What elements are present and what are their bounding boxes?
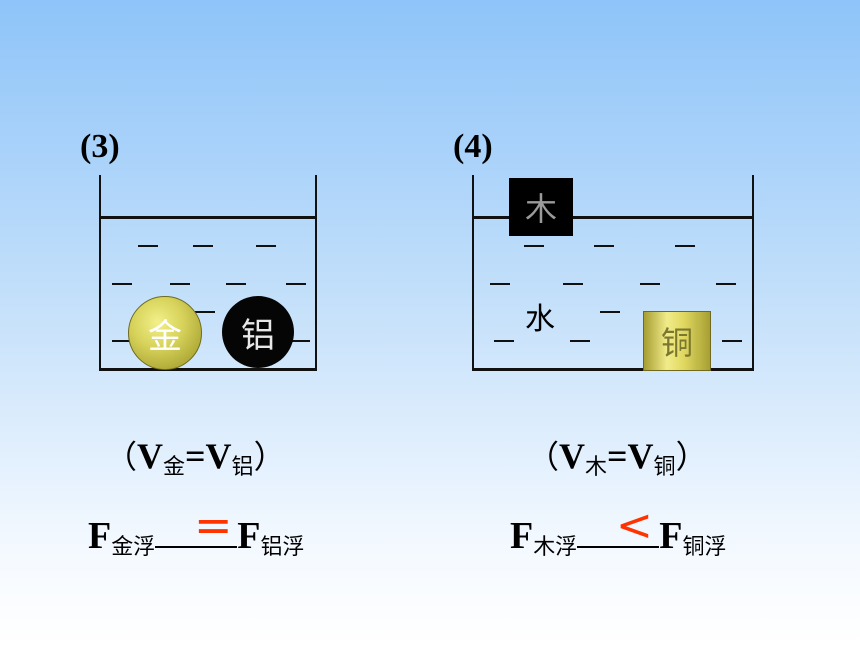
water-dash [193,245,213,247]
water-surface-3 [99,216,317,219]
problem-3-label: (3) [80,128,120,165]
answer-blank-4 [577,508,660,548]
water-dash [226,283,246,285]
container-3-floor [99,368,317,371]
water-dash [170,283,190,285]
volume-relation-3: （V金=V铝） [105,436,286,480]
water-label: 水 [525,302,555,337]
aluminum-ball-label: 铝 [241,315,275,356]
aluminum-ball: 铝 [222,296,294,368]
water-dash [195,311,215,313]
container-3-left-wall [99,175,101,370]
water-dash [286,283,306,285]
water-dash [290,340,310,342]
container-4-right-wall [752,175,754,370]
water-dash [494,340,514,342]
answer-blank-3 [155,508,238,548]
water-dash [490,283,510,285]
water-dash [524,245,544,247]
water-dash [716,283,736,285]
copper-block-label: 铜 [660,324,693,362]
water-dash [570,340,590,342]
water-dash [563,283,583,285]
container-3-right-wall [315,175,317,370]
answer-less-than-sign: < [616,500,653,551]
gold-ball-label: 金 [148,316,182,357]
water-dash [675,245,695,247]
water-surface-4 [472,216,754,219]
wood-block: 木 [509,178,573,236]
water-dash [256,245,276,247]
container-4-left-wall [472,175,474,370]
water-dash [600,311,620,313]
water-dash [640,283,660,285]
wood-block-label: 木 [524,190,557,228]
answer-equal-sign: = [194,498,233,552]
gold-ball: 金 [128,296,202,370]
water-dash [112,283,132,285]
water-dash [138,245,158,247]
problem-4-label: (4) [453,128,493,165]
container-4-floor [472,368,754,371]
water-dash [722,340,742,342]
volume-relation-4: （V木=V铜） [527,436,708,480]
water-dash [594,245,614,247]
copper-block: 铜 [643,311,711,371]
water-dash [112,340,132,342]
